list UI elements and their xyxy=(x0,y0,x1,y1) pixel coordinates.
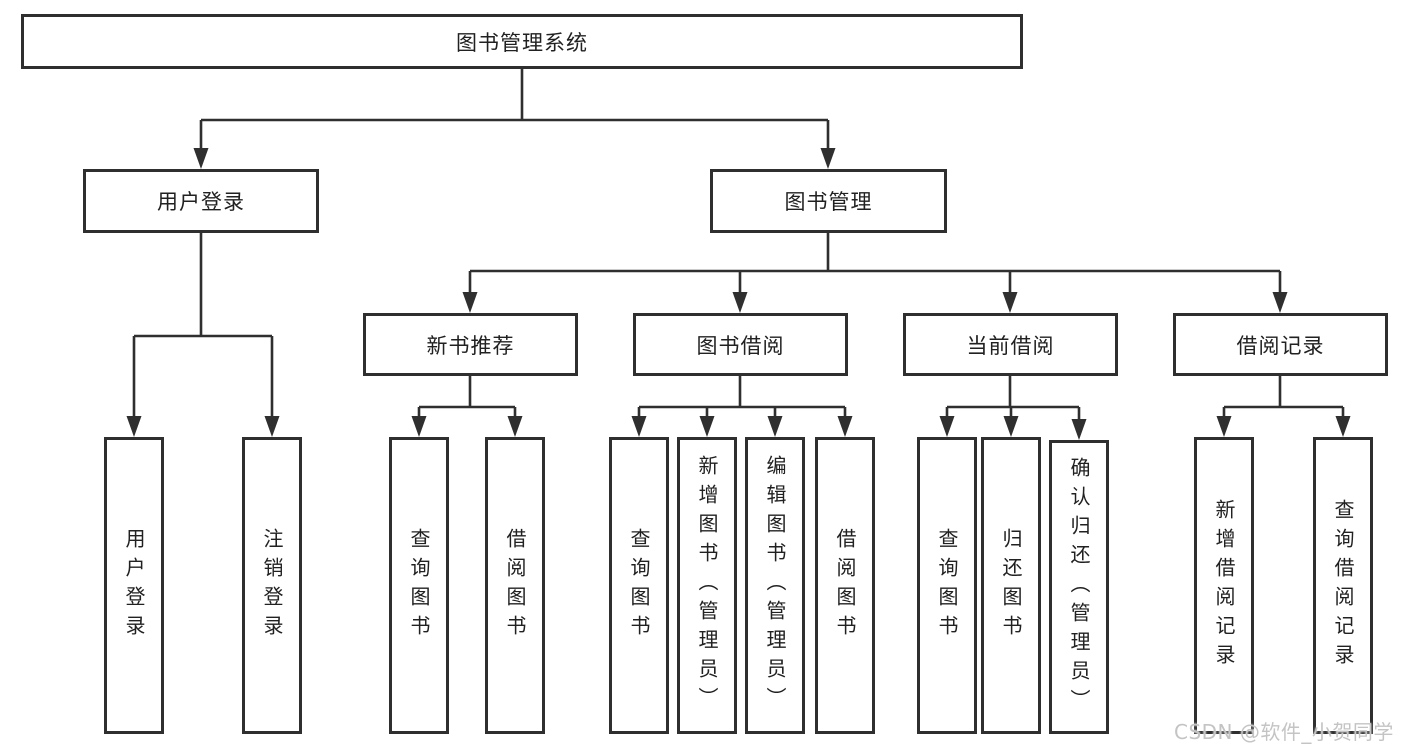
node-root-label: 图书管理系统 xyxy=(456,30,588,55)
node-borrow-records-label: 借阅记录 xyxy=(1236,333,1325,358)
node-new-book-recommend: 新书推荐 xyxy=(363,313,578,376)
leaf-query-books-3: 查询图书 xyxy=(917,437,977,734)
node-book-borrow: 图书借阅 xyxy=(633,313,848,376)
node-current-borrow: 当前借阅 xyxy=(903,313,1118,376)
node-book-management-label: 图书管理 xyxy=(784,190,873,214)
leaf-confirm-return-admin-label: 确认归还（管理员） xyxy=(1067,456,1091,718)
node-root: 图书管理系统 xyxy=(21,14,1023,69)
leaf-logout-label: 注销登录 xyxy=(260,527,284,644)
leaf-borrow-books-2: 借阅图书 xyxy=(815,437,875,734)
node-book-management: 图书管理 xyxy=(710,169,947,233)
leaf-logout: 注销登录 xyxy=(242,437,302,734)
leaf-borrow-books-2-label: 借阅图书 xyxy=(833,527,857,644)
leaf-query-borrow-record: 查询借阅记录 xyxy=(1313,437,1373,734)
leaf-query-books-1: 查询图书 xyxy=(389,437,449,734)
csdn-watermark: CSDN @软件_小贺同学 xyxy=(1174,720,1394,744)
leaf-query-borrow-record-label: 查询借阅记录 xyxy=(1331,498,1355,673)
node-new-book-recommend-label: 新书推荐 xyxy=(426,333,515,358)
node-book-borrow-label: 图书借阅 xyxy=(696,333,785,358)
leaf-borrow-books-1: 借阅图书 xyxy=(485,437,545,734)
leaf-query-books-2-label: 查询图书 xyxy=(627,527,651,644)
leaf-add-books-admin-label: 新增图书（管理员） xyxy=(695,455,719,716)
leaf-return-books-label: 归还图书 xyxy=(999,527,1023,644)
node-current-borrow-label: 当前借阅 xyxy=(966,333,1055,358)
leaf-add-borrow-record: 新增借阅记录 xyxy=(1194,437,1254,734)
node-user-login: 用户登录 xyxy=(83,169,319,233)
leaf-borrow-books-1-label: 借阅图书 xyxy=(503,527,527,644)
leaf-add-borrow-record-label: 新增借阅记录 xyxy=(1212,498,1236,673)
leaf-query-books-3-label: 查询图书 xyxy=(935,527,959,644)
node-user-login-label: 用户登录 xyxy=(157,190,245,214)
leaf-edit-books-admin: 编辑图书（管理员） xyxy=(745,437,805,734)
node-borrow-records: 借阅记录 xyxy=(1173,313,1388,376)
leaf-confirm-return-admin: 确认归还（管理员） xyxy=(1049,440,1109,734)
leaf-edit-books-admin-label: 编辑图书（管理员） xyxy=(763,455,787,716)
leaf-query-books-1-label: 查询图书 xyxy=(407,527,431,644)
leaf-query-books-2: 查询图书 xyxy=(609,437,669,734)
leaf-user-login-label: 用户登录 xyxy=(122,527,146,644)
leaf-user-login: 用户登录 xyxy=(104,437,164,734)
leaf-add-books-admin: 新增图书（管理员） xyxy=(677,437,737,734)
leaf-return-books: 归还图书 xyxy=(981,437,1041,734)
